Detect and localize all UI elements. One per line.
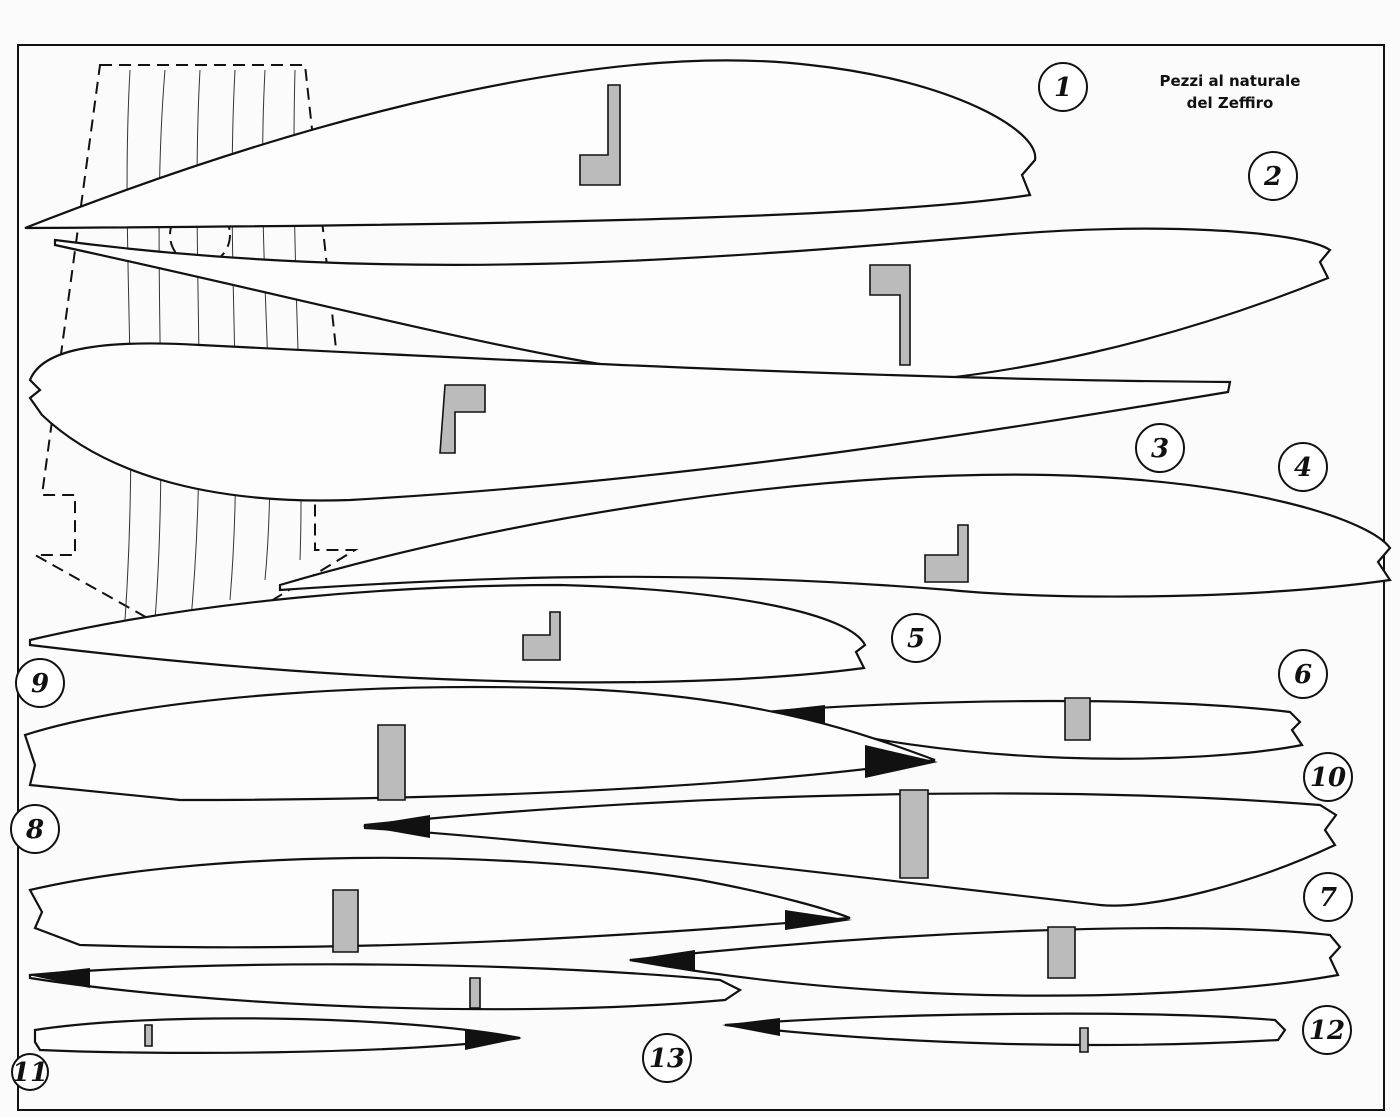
spar-slot: [1064, 697, 1091, 741]
blade-piece: [28, 583, 867, 684]
blade-tip-marker: [628, 950, 695, 972]
blade-outline: [629, 927, 1342, 997]
piece-number: 5: [907, 624, 925, 654]
piece-number-label: 8: [10, 804, 60, 854]
piece-number-label: 12: [1302, 1005, 1352, 1055]
blade-piece: [24, 59, 1037, 230]
blade-outline: [28, 856, 851, 949]
blade-piece: [28, 856, 852, 953]
blade-outline: [28, 583, 867, 684]
piece-number-label: 1: [1038, 62, 1088, 112]
blade-outline: [759, 699, 1304, 760]
piece-number: 10: [1310, 763, 1346, 793]
blade-piece: [628, 926, 1342, 997]
spar-slot: [579, 84, 621, 186]
piece-number: 12: [1309, 1016, 1345, 1046]
blade-outline: [28, 342, 1232, 502]
piece-number-label: 6: [1278, 649, 1328, 699]
title-line-1: Pezzi al naturale: [1159, 72, 1301, 90]
piece-number-label: 4: [1278, 442, 1328, 492]
piece-number-label: 13: [642, 1033, 692, 1083]
blade-piece: [362, 789, 1338, 907]
piece-number: 3: [1151, 434, 1169, 464]
blade-piece: [278, 473, 1392, 598]
blade-tip-marker: [28, 968, 90, 988]
spar-slot: [144, 1024, 153, 1047]
piece-number-label: 5: [891, 613, 941, 663]
blade-piece: [23, 685, 938, 802]
blade-tip-marker: [722, 1018, 780, 1036]
blade-outline: [24, 59, 1037, 230]
piece-number-label: 7: [1303, 872, 1353, 922]
title-line-2: del Zeffiro: [1186, 94, 1274, 112]
blade-outline: [23, 685, 936, 802]
spar-slot: [1047, 926, 1076, 979]
piece-number: 11: [12, 1058, 48, 1088]
spar-slot: [924, 524, 969, 583]
piece-number: 6: [1294, 660, 1312, 690]
blade-tip-marker: [362, 815, 430, 838]
spar-slot: [522, 611, 561, 661]
blade-outline: [33, 1017, 521, 1054]
piece-number: 8: [25, 815, 44, 845]
piece-number: 7: [1319, 883, 1337, 913]
piece-number-label: 2: [1248, 151, 1298, 201]
spar-slot: [332, 889, 359, 953]
blade-piece: [53, 227, 1332, 387]
piece-number-label: 11: [11, 1053, 49, 1091]
blade-piece: [759, 697, 1304, 760]
piece-number-label: 3: [1135, 423, 1185, 473]
blade-tip-marker: [465, 1030, 522, 1050]
blade-outline: [53, 227, 1332, 387]
spar-slot: [869, 264, 911, 366]
piece-number: 2: [1263, 162, 1282, 192]
blade-outline: [278, 473, 1392, 598]
spar-slot: [1079, 1027, 1089, 1053]
spar-slot: [469, 977, 481, 1009]
piece-number: 1: [1054, 73, 1072, 103]
piece-number: 9: [31, 669, 49, 699]
drawing-title: Pezzi al naturale del Zeffiro: [1140, 70, 1320, 114]
piece-number: 13: [649, 1044, 685, 1074]
blade-outline: [724, 1012, 1287, 1047]
blade-tip-marker: [865, 745, 938, 778]
spar-slot: [899, 789, 929, 879]
piece-number-label: 9: [15, 658, 65, 708]
piece-number-label: 10: [1303, 752, 1353, 802]
blade-outline: [28, 963, 743, 1011]
blade-piece: [28, 963, 743, 1011]
blade-piece: [28, 342, 1232, 502]
blade-piece: [722, 1012, 1287, 1053]
spar-slot: [439, 384, 486, 454]
blade-piece: [33, 1017, 522, 1054]
blade-outline: [363, 792, 1338, 907]
spar-slot: [377, 724, 406, 801]
blade-tip-marker: [785, 910, 852, 930]
piece-number: 4: [1294, 453, 1312, 483]
